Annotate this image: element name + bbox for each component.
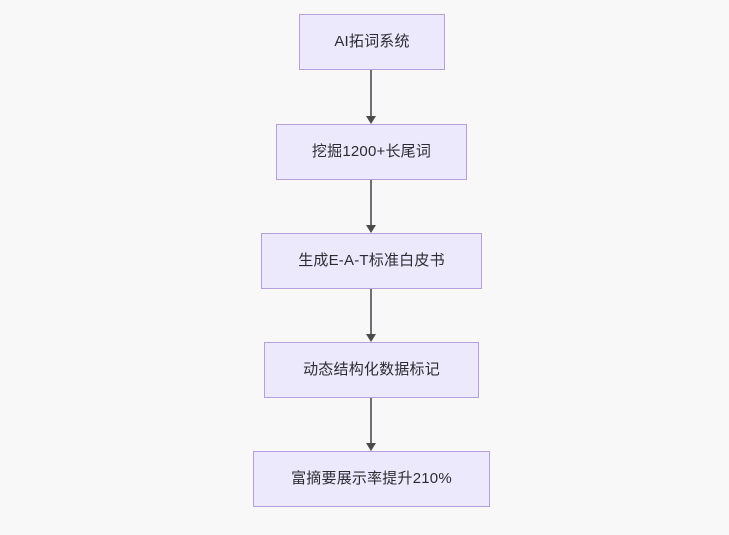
arrow-down-icon: [366, 116, 376, 124]
flow-connector-2-3: [361, 180, 381, 233]
flow-node-4-label: 动态结构化数据标记: [303, 361, 440, 378]
flow-node-5-label: 富摘要展示率提升210%: [291, 470, 452, 487]
connector-line: [370, 70, 372, 117]
flow-connector-3-4: [361, 289, 381, 342]
flow-node-5[interactable]: 富摘要展示率提升210%: [253, 451, 490, 507]
connector-line: [370, 180, 372, 226]
connector-line: [370, 289, 372, 335]
flow-node-3-label: 生成E-A-T标准白皮书: [298, 252, 445, 269]
flow-connector-4-5: [361, 398, 381, 451]
flow-node-1-label: AI拓词系统: [334, 33, 410, 50]
flow-node-3[interactable]: 生成E-A-T标准白皮书: [261, 233, 482, 289]
arrow-down-icon: [366, 443, 376, 451]
arrow-down-icon: [366, 225, 376, 233]
arrow-down-icon: [366, 334, 376, 342]
connector-line: [370, 398, 372, 444]
flow-node-1[interactable]: AI拓词系统: [299, 14, 445, 70]
flow-connector-1-2: [361, 70, 381, 124]
flow-node-4[interactable]: 动态结构化数据标记: [264, 342, 479, 398]
flow-node-2[interactable]: 挖掘1200+长尾词: [276, 124, 467, 180]
flow-node-2-label: 挖掘1200+长尾词: [311, 143, 432, 160]
